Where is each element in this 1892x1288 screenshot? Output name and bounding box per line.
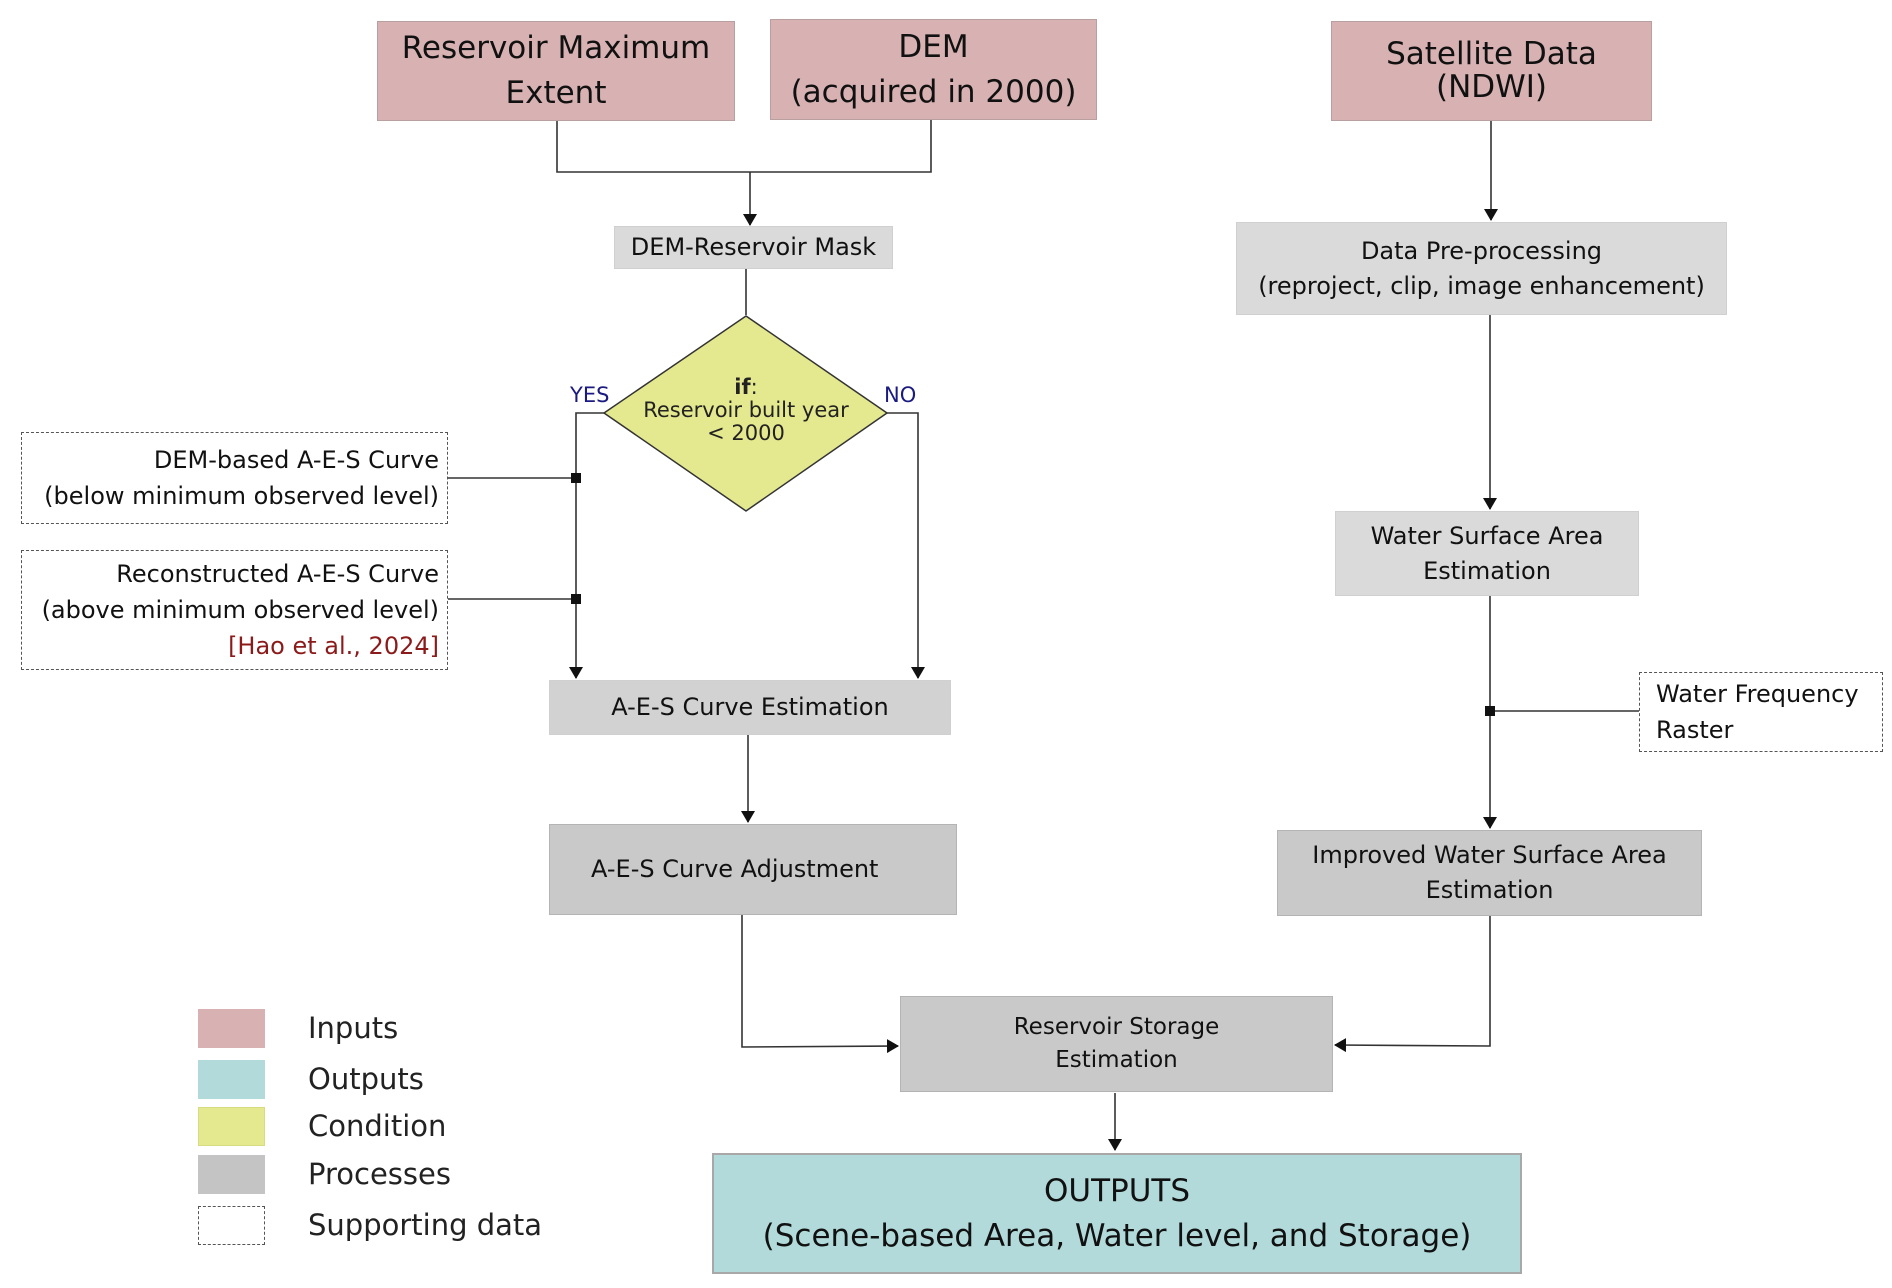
outputs-title: OUTPUTS (1043, 1172, 1191, 1209)
process-reservoir-storage: Reservoir Storage Estimation (900, 996, 1333, 1092)
process-reservoir-storage-line1: Reservoir Storage (1013, 1013, 1220, 1040)
support-water-frequency-line1: Water Frequency (1656, 680, 1859, 708)
junction-reconstructed (571, 594, 581, 604)
process-improved-water-surface-area: Improved Water Surface Area Estimation (1277, 830, 1702, 916)
process-water-surface-area-line2: Estimation (1423, 556, 1551, 585)
process-improved-wsa-line2: Estimation (1425, 876, 1554, 904)
legend-item-outputs: Outputs (198, 1059, 424, 1099)
process-dem-reservoir-mask-label: DEM-Reservoir Mask (630, 233, 877, 262)
legend-label-inputs: Inputs (308, 1011, 399, 1045)
legend-swatch-outputs (198, 1059, 265, 1099)
legend-swatch-inputs (198, 1008, 265, 1048)
connector-no-branch (887, 412, 925, 679)
support-reconstructed-curve: Reconstructed A-E-S Curve (above minimum… (21, 550, 448, 670)
process-water-surface-area-line1: Water Surface Area (1370, 521, 1604, 550)
junction-water-frequency (1485, 706, 1495, 716)
process-aes-curve-estimation-label: A-E-S Curve Estimation (611, 693, 889, 722)
process-water-surface-area: Water Surface Area Estimation (1335, 511, 1639, 596)
legend-swatch-processes (198, 1154, 265, 1194)
legend-item-processes: Processes (198, 1154, 451, 1194)
condition-diamond (602, 315, 889, 512)
legend-item-inputs: Inputs (198, 1008, 398, 1048)
legend-label-outputs: Outputs (308, 1062, 424, 1096)
arrow-improved-storage (1334, 916, 1491, 1053)
input-reservoir-max-extent-line2: Extent (505, 75, 607, 111)
legend-swatch-supporting-data (198, 1205, 265, 1245)
condition-keyword: if (734, 375, 751, 399)
input-reservoir-max-extent-line1: Reservoir Maximum (401, 30, 711, 67)
process-reservoir-storage-line2: Estimation (1055, 1047, 1178, 1073)
connector-extent-merge (556, 120, 932, 173)
outputs-detail: (Scene-based Area, Water level, and Stor… (762, 1217, 1472, 1254)
support-reconstructed-citation: [Hao et al., 2024] (228, 632, 439, 660)
legend-label-supporting-data: Supporting data (308, 1208, 543, 1242)
support-reconstructed-line2: (above minimum observed level) (41, 596, 439, 624)
process-improved-wsa-line1: Improved Water Surface Area (1312, 841, 1667, 870)
support-reconstructed-line1: Reconstructed A-E-S Curve (116, 560, 439, 588)
process-aes-curve-adjustment: A-E-S Curve Adjustment (549, 824, 957, 915)
connector-yes-branch (569, 412, 604, 679)
branch-label-yes: YES (570, 383, 610, 407)
support-water-frequency-line2: Raster (1656, 716, 1734, 744)
arrow-adj-storage (741, 915, 899, 1054)
input-satellite-line2: (NDWI) (1435, 69, 1548, 105)
condition-line1: Reservoir built year (643, 398, 849, 423)
junction-dem-based (571, 473, 581, 483)
condition-colon: : (750, 375, 758, 399)
condition-text: if: Reservoir built year < 2000 (626, 375, 866, 446)
legend-item-supporting-data: Supporting data (198, 1205, 542, 1245)
support-dem-based-line1: DEM-based A-E-S Curve (153, 446, 439, 474)
input-dem-line2: (acquired in 2000) (790, 73, 1077, 110)
support-dem-based-line2: (below minimum observed level) (44, 482, 439, 510)
input-satellite-data: Satellite Data (NDWI) (1331, 21, 1652, 121)
legend-swatch-condition (198, 1106, 265, 1146)
process-data-preprocessing-line2: (reproject, clip, image enhancement) (1258, 271, 1705, 300)
process-aes-curve-estimation: A-E-S Curve Estimation (549, 680, 951, 735)
process-data-preprocessing: Data Pre-processing (reproject, clip, im… (1236, 222, 1727, 315)
input-reservoir-max-extent: Reservoir Maximum Extent (377, 21, 735, 121)
branch-label-no: NO (884, 383, 917, 407)
input-dem: DEM (acquired in 2000) (770, 19, 1097, 120)
input-satellite-line1: Satellite Data (1386, 36, 1597, 73)
process-aes-curve-adjustment-label: A-E-S Curve Adjustment (591, 855, 879, 884)
legend-item-condition: Condition (198, 1106, 446, 1146)
legend-label-condition: Condition (308, 1109, 447, 1143)
outputs-box: OUTPUTS (Scene-based Area, Water level, … (712, 1153, 1522, 1274)
condition-line2: < 2000 (707, 421, 785, 446)
legend-label-processes: Processes (308, 1157, 451, 1191)
process-dem-reservoir-mask: DEM-Reservoir Mask (614, 226, 893, 269)
input-dem-line1: DEM (898, 28, 969, 65)
process-data-preprocessing-line1: Data Pre-processing (1360, 236, 1603, 265)
support-water-frequency-raster: Water Frequency Raster (1639, 672, 1883, 752)
support-dem-based-curve: DEM-based A-E-S Curve (below minimum obs… (21, 432, 448, 524)
